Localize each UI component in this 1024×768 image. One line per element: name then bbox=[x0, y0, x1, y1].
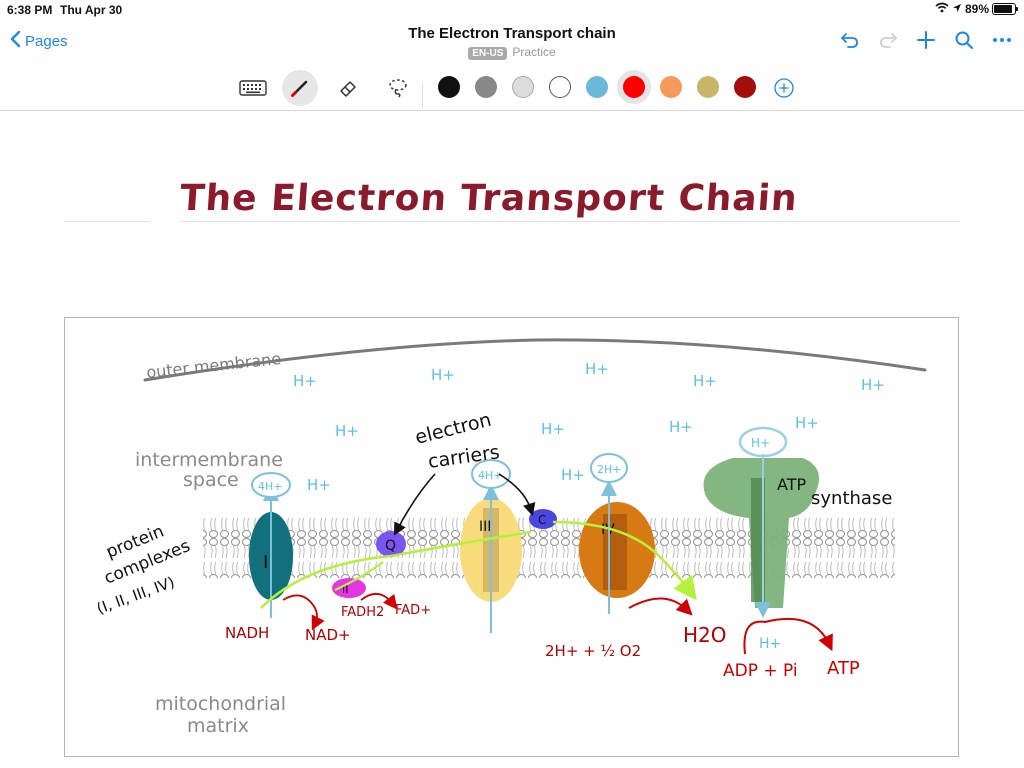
matrix-label-line1: mitochondrial bbox=[155, 693, 286, 715]
carrier-c bbox=[529, 509, 557, 529]
keyboard-icon[interactable] bbox=[235, 70, 271, 106]
h-plus-label: H+ bbox=[861, 376, 885, 394]
color-swatch[interactable] bbox=[586, 76, 608, 98]
nav-actions bbox=[840, 30, 1012, 50]
outer-membrane-label: outer membrane bbox=[145, 349, 281, 382]
back-label: Pages bbox=[25, 32, 68, 50]
search-icon[interactable] bbox=[954, 30, 974, 50]
back-button[interactable]: Pages bbox=[10, 30, 68, 52]
h-plus-label: H+ bbox=[693, 372, 717, 390]
status-time: 6:38 PM bbox=[7, 3, 53, 17]
pump-3-bubble bbox=[471, 459, 511, 489]
pump-3-label: 4H+ bbox=[478, 469, 503, 482]
document-subtitle: EN-US Practice bbox=[0, 45, 1024, 60]
navigation-bar: Pages The Electron Transport chain EN-US… bbox=[0, 20, 1024, 64]
outer-membrane-line bbox=[143, 338, 927, 382]
add-color-icon[interactable] bbox=[766, 70, 802, 106]
pen-icon[interactable] bbox=[282, 70, 318, 106]
h-plus-label: H+ bbox=[335, 422, 359, 440]
pump-1-bubble bbox=[251, 472, 291, 498]
ruled-line bbox=[180, 221, 960, 222]
status-bar: 6:38 PM Thu Apr 30 89% bbox=[0, 0, 1024, 20]
adp-label: ADP + Pi bbox=[723, 661, 798, 681]
color-swatch[interactable] bbox=[697, 76, 719, 98]
wifi-icon bbox=[935, 2, 949, 16]
water-label: H2O bbox=[683, 623, 727, 647]
color-swatch[interactable] bbox=[623, 76, 645, 98]
atp-synthase-label-1: ATP bbox=[777, 475, 806, 494]
fadh2-label: FADH2 bbox=[341, 605, 384, 620]
location-icon bbox=[952, 2, 962, 16]
nadh-label: NADH bbox=[225, 624, 269, 642]
add-icon[interactable] bbox=[916, 30, 936, 50]
note-heading[interactable]: The Electron Transport Chain bbox=[178, 178, 800, 219]
carrier-q-label: Q bbox=[385, 538, 396, 554]
pump-1-label: 4H+ bbox=[258, 480, 283, 493]
complex-2 bbox=[332, 578, 366, 598]
ruled-line bbox=[64, 221, 150, 222]
redo-icon[interactable] bbox=[878, 31, 898, 49]
color-swatch[interactable] bbox=[549, 76, 571, 98]
h-plus-label: H+ bbox=[293, 372, 317, 390]
toolbar-divider bbox=[422, 84, 423, 108]
water-reactants-label: 2H+ + ½ O2 bbox=[545, 642, 641, 660]
complex-2-label: II bbox=[342, 583, 349, 596]
carrier-c-label: C bbox=[538, 513, 546, 527]
carrier-q bbox=[376, 531, 406, 557]
drawing-toolbar bbox=[0, 66, 1024, 111]
h-plus-label: H+ bbox=[431, 366, 455, 384]
battery-icon bbox=[992, 3, 1018, 15]
diagram-drawing[interactable]: outer membrane intermembrane space H+ H+… bbox=[64, 317, 959, 757]
atp-synthase-label-2: synthase bbox=[811, 488, 892, 509]
h-plus-label: H+ bbox=[561, 466, 585, 484]
intermembrane-label-line2: space bbox=[183, 469, 239, 491]
h-plus-label: H+ bbox=[585, 360, 609, 378]
more-icon[interactable] bbox=[992, 30, 1012, 50]
fad-label: FAD+ bbox=[395, 603, 431, 618]
pump-4-bubble bbox=[590, 453, 628, 483]
status-right: 89% bbox=[935, 2, 1018, 16]
color-swatch[interactable] bbox=[734, 76, 756, 98]
chevron-left-icon bbox=[10, 30, 21, 52]
h-plus-label: H+ bbox=[541, 420, 565, 438]
pump-4-label: 2H+ bbox=[597, 463, 622, 476]
battery-percent: 89% bbox=[964, 2, 989, 16]
lasso-icon[interactable] bbox=[380, 70, 416, 106]
h-plus-matrix-label: H+ bbox=[759, 636, 781, 652]
h-plus-label: H+ bbox=[307, 476, 331, 494]
pump-synthase-label: H+ bbox=[751, 436, 770, 450]
complex-3-label: III bbox=[479, 519, 491, 535]
h-plus-label: H+ bbox=[795, 414, 819, 432]
document-title[interactable]: The Electron Transport chain bbox=[408, 25, 616, 42]
matrix-label-line2: matrix bbox=[187, 715, 249, 737]
color-swatch[interactable] bbox=[438, 76, 460, 98]
nad-label: NAD+ bbox=[305, 626, 351, 644]
atp-label: ATP bbox=[827, 658, 860, 679]
intermembrane-label-line1: intermembrane bbox=[135, 449, 283, 471]
status-date: Thu Apr 30 bbox=[60, 3, 123, 17]
color-swatch[interactable] bbox=[475, 76, 497, 98]
color-swatch[interactable] bbox=[660, 76, 682, 98]
language-badge[interactable]: EN-US bbox=[468, 47, 508, 60]
notebook-name[interactable]: Practice bbox=[512, 45, 556, 59]
complex-1-label: I bbox=[263, 552, 268, 573]
eraser-icon[interactable] bbox=[330, 70, 366, 106]
undo-icon[interactable] bbox=[840, 31, 860, 49]
h-plus-label: H+ bbox=[669, 418, 693, 436]
color-swatch[interactable] bbox=[512, 76, 534, 98]
pump-synthase-bubble bbox=[738, 426, 788, 458]
